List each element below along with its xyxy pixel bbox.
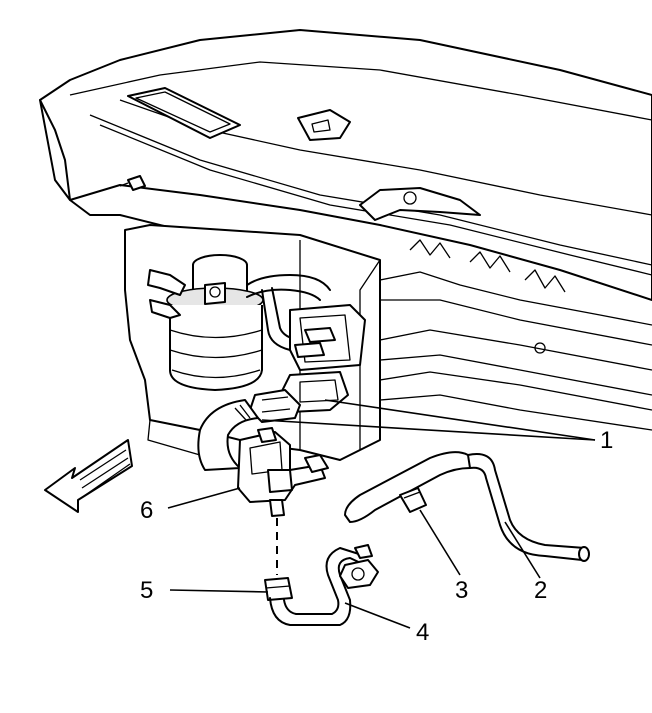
bolt-icon bbox=[119, 175, 146, 191]
front-arrow-icon bbox=[44, 439, 133, 513]
callout-1: 1 bbox=[600, 427, 613, 454]
leader-6 bbox=[167, 487, 241, 509]
leader-2 bbox=[504, 521, 541, 579]
hose-fitting bbox=[264, 577, 293, 601]
heater-hose-lower bbox=[269, 544, 379, 626]
callout-6: 6 bbox=[140, 497, 153, 524]
heater-hose-elbow bbox=[344, 451, 471, 523]
leader-lines bbox=[167, 399, 596, 629]
accumulator bbox=[147, 254, 264, 391]
callout-3: 3 bbox=[455, 577, 468, 604]
heater-pipe bbox=[467, 453, 590, 562]
cowl-vent-opening bbox=[127, 87, 241, 139]
hose-clamp bbox=[339, 544, 379, 589]
water-valve bbox=[237, 427, 329, 503]
leader-5 bbox=[169, 589, 269, 593]
cowl-bracket bbox=[359, 187, 481, 221]
callout-2: 2 bbox=[534, 577, 547, 604]
leader-4 bbox=[344, 602, 411, 629]
valve-outlet bbox=[269, 499, 285, 575]
callout-5: 5 bbox=[140, 577, 153, 604]
callout-4: 4 bbox=[416, 619, 429, 646]
cowl-tab bbox=[297, 109, 351, 141]
leader-1b bbox=[261, 419, 596, 441]
leader-3 bbox=[419, 509, 461, 576]
leader-1 bbox=[324, 399, 596, 441]
